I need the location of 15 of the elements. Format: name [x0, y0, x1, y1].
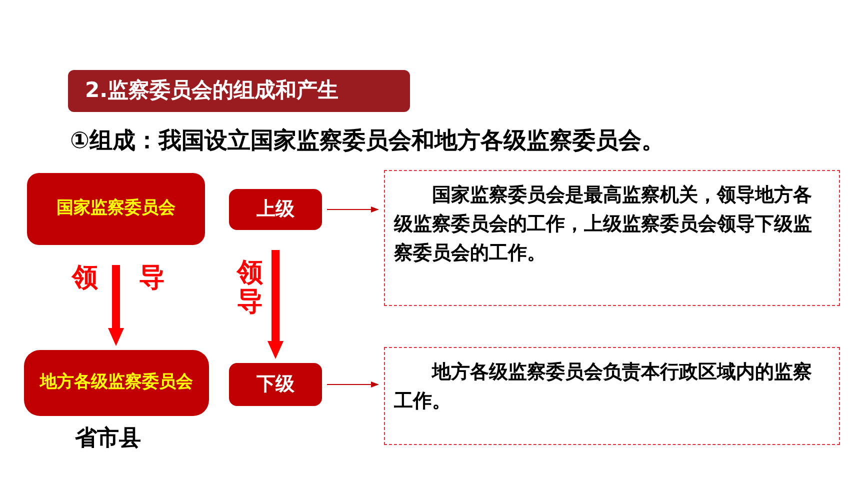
arrow: [326, 382, 379, 388]
node-caption: 省市县: [75, 425, 141, 452]
note-box: 国家监察委员会是最高监察机关，领导地方各级监察委员会的工作，上级监察委员会领导下级监察委员会的工作。: [384, 170, 840, 306]
arrow: [326, 206, 379, 212]
arrow: [268, 250, 284, 359]
level-box: 下级: [229, 363, 322, 406]
edge-label: 领 导: [72, 262, 166, 295]
edge-label: 领导: [237, 259, 263, 316]
note-box: 地方各级监察委员会负责本行政区域内的监察工作。: [384, 347, 840, 445]
org-box: 地方各级监察委员会: [24, 350, 209, 416]
arrow: [108, 265, 124, 346]
title-banner: 2.监察委员会的组成和产生: [68, 70, 410, 112]
level-box: 上级: [229, 189, 322, 230]
org-box: 国家监察委员会: [27, 173, 205, 245]
subheading-text: ①组成：我国设立国家监察委员会和地方各级监察委员会。: [70, 127, 664, 156]
